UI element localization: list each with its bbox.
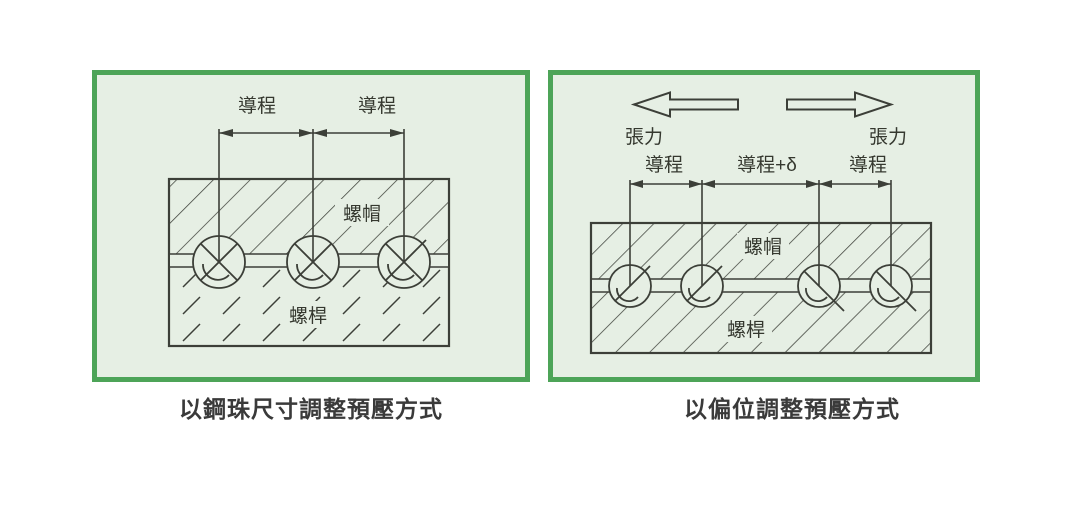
dimension-group: [629, 180, 892, 286]
nut-label-bg: [335, 199, 389, 226]
lead-left-label: 導程: [645, 154, 683, 176]
dimension-arrowheads: [219, 129, 404, 137]
tension-right-label: 張力: [869, 126, 907, 148]
offset-diagram: 張力 張力 導程 導程+δ 導程 螺帽 螺桿: [589, 91, 933, 355]
lead-left-label: 導程: [238, 95, 276, 117]
panel-ball-size: 導程 導程 螺帽 螺桿: [92, 70, 530, 382]
panel-offset: 張力 張力 導程 導程+δ 導程 螺帽 螺桿: [548, 70, 980, 382]
caption-ball-size: 以鋼珠尺寸調整預壓方式: [179, 396, 443, 422]
nut-label-bg: [737, 233, 789, 259]
dimension-arrowheads: [630, 180, 891, 188]
nut-label: 螺帽: [744, 236, 782, 258]
screw-label-bg: [281, 301, 335, 328]
tension-arrows: [630, 91, 895, 118]
ball-circles: [192, 235, 431, 289]
screw-label: 螺桿: [727, 319, 765, 341]
screw-label-bg: [720, 316, 772, 342]
ball-size-diagram: 導程 導程 螺帽 螺桿: [167, 95, 451, 348]
tension-arrow-left-icon: [630, 91, 739, 118]
screw-label: 螺桿: [289, 305, 327, 327]
lead-right-label: 導程: [358, 95, 396, 117]
tension-arrow-right-icon: [786, 91, 895, 118]
caption-offset: 以偏位調整預壓方式: [684, 396, 900, 422]
lead-mid-label: 導程+δ: [737, 154, 797, 176]
lead-right-label: 導程: [849, 154, 887, 176]
nut-label: 螺帽: [343, 203, 381, 225]
dimension-group: [218, 129, 405, 262]
tension-left-label: 張力: [625, 126, 663, 148]
